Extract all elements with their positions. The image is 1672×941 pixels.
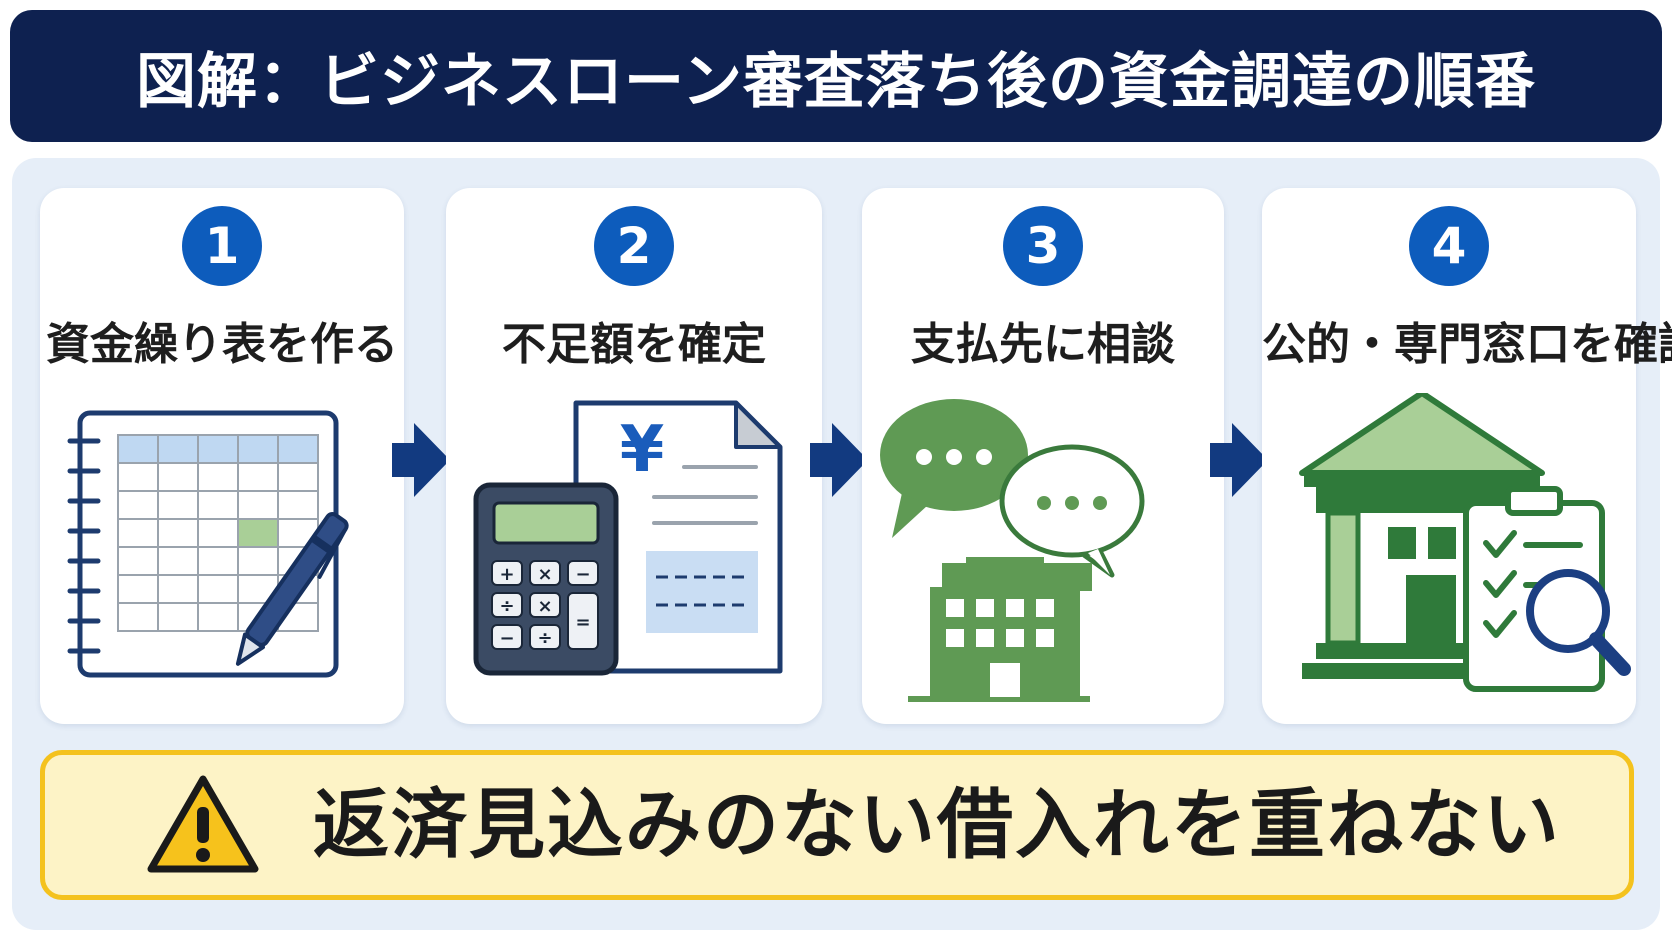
arrow-right-icon [1210, 415, 1270, 505]
svg-text:×: × [537, 596, 552, 617]
warning-text: 返済見込みのない借入れを重ねない [313, 780, 1561, 869]
page-title: 図解：ビジネスローン審査落ち後の資金調達の順番 [136, 46, 1536, 117]
svg-text:÷: ÷ [499, 596, 514, 617]
step-label-4: 公的・専門窓口を確認 [1262, 319, 1672, 370]
arrow-right-icon [810, 415, 870, 505]
svg-text:÷: ÷ [537, 628, 552, 649]
warning-banner: 返済見込みのない借入れを重ねない [40, 750, 1634, 900]
step-number-2: 2 [594, 206, 674, 286]
svg-text:=: = [575, 612, 590, 633]
svg-text:−: − [575, 564, 590, 585]
spreadsheet-notebook-pen-icon [40, 393, 404, 713]
svg-text:+: + [499, 564, 514, 585]
step-card-1: 1 資金繰り表を作る [40, 188, 404, 724]
step-label-2: 不足額を確定 [502, 319, 766, 370]
step-label-3: 支払先に相談 [911, 319, 1175, 370]
bank-clipboard-magnifier-icon [1262, 393, 1636, 713]
speech-bubbles-building-icon [862, 393, 1224, 713]
calculator-yen-document-icon: ¥ [446, 393, 822, 713]
svg-text:−: − [499, 628, 514, 649]
warning-triangle-icon [145, 773, 261, 881]
step-card-3: 3 支払先に相談 [862, 188, 1224, 724]
arrow-right-icon [392, 415, 452, 505]
step-number-3: 3 [1003, 206, 1083, 286]
step-card-4: 4 公的・専門窓口を確認 [1262, 188, 1672, 724]
step-number-4: 4 [1409, 206, 1489, 286]
step-card-2: 2 不足額を確定 ¥ [446, 188, 822, 724]
svg-text:×: × [537, 564, 552, 585]
step-label-1: 資金繰り表を作る [46, 319, 398, 370]
title-banner: 図解：ビジネスローン審査落ち後の資金調達の順番 [10, 10, 1662, 142]
step-number-1: 1 [182, 206, 262, 286]
yen-symbol: ¥ [620, 413, 665, 487]
